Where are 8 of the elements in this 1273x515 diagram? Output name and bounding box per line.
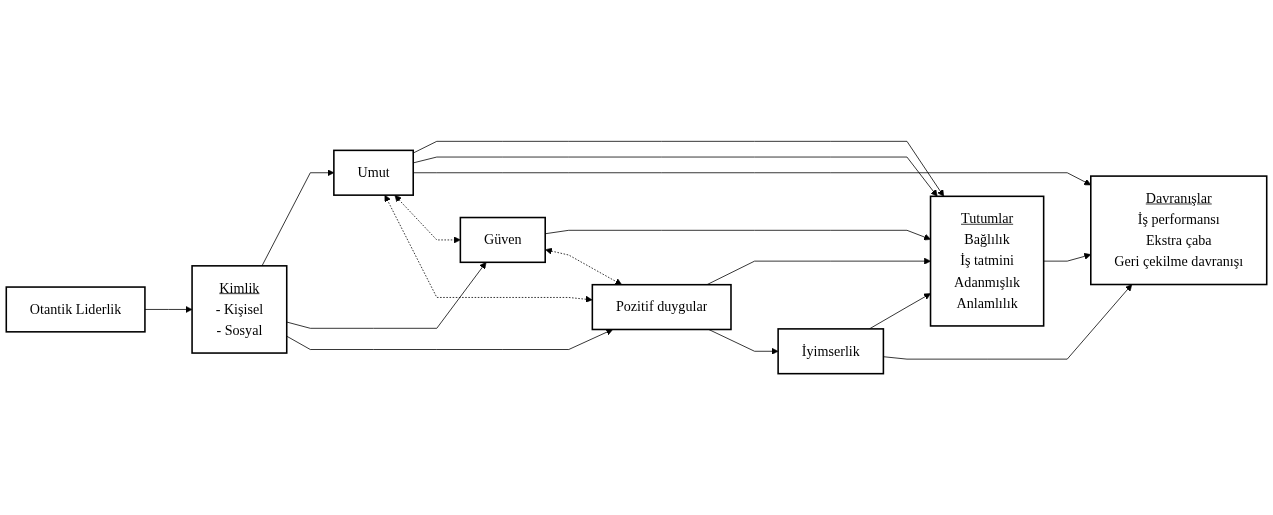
node-box: Kimlik - Kişisel - Sosyal xyxy=(191,265,288,354)
node-box: İyimserlik xyxy=(777,328,885,375)
node-box: Tutumlar Bağlılık İş tatmini Adanmışlık Anlamlılık xyxy=(929,195,1045,327)
node-box: Davranışlar İş performansı Ekstra çaba Geri çekilme davranışı xyxy=(1090,175,1268,286)
node-box: Umut xyxy=(333,149,414,196)
node-box: Pozitif duygular xyxy=(591,283,732,331)
node-box: Otantik Liderlik xyxy=(5,286,146,333)
node-box: Güven xyxy=(459,216,546,264)
